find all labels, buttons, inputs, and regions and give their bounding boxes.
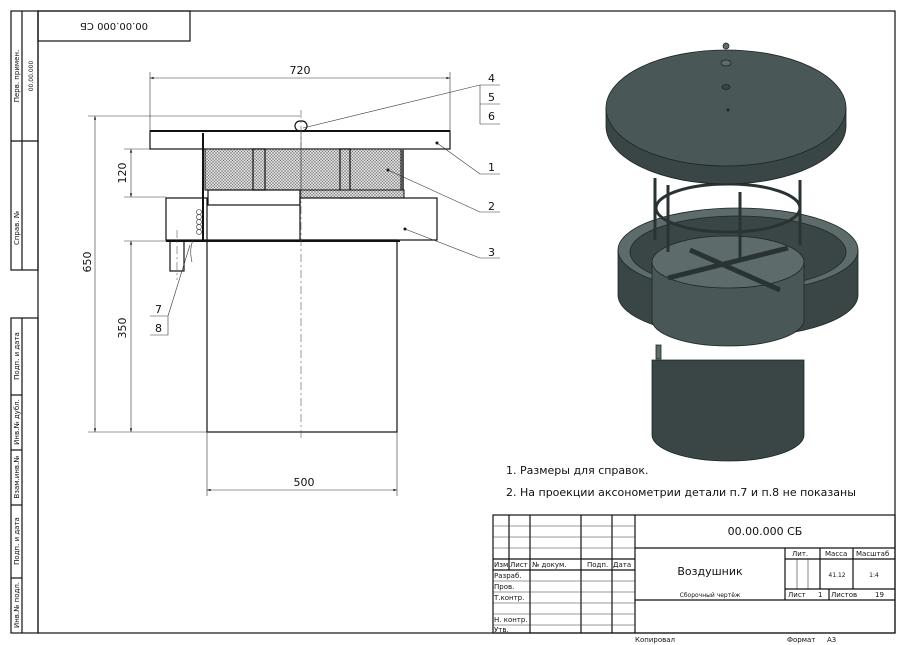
sheets-label: Листов bbox=[831, 591, 857, 599]
scale-value: 1:4 bbox=[869, 572, 879, 579]
dim-350: 350 bbox=[116, 318, 129, 339]
pos-8: 8 bbox=[155, 322, 162, 335]
title-block: Изм. Лист № докум. Подп. Дата Разраб. Пр… bbox=[492, 514, 896, 644]
note-1: 1. Размеры для справок. bbox=[506, 464, 649, 477]
front-view-section bbox=[149, 110, 451, 440]
mass-value: 41.12 bbox=[828, 572, 845, 579]
inv-podl-label: Инв.№ подл. bbox=[13, 582, 21, 628]
sheet-label: Лист bbox=[788, 591, 806, 599]
sprav-label: Справ. № bbox=[13, 211, 21, 245]
dim-720: 720 bbox=[290, 64, 311, 77]
pos-4: 4 bbox=[488, 72, 495, 85]
role-prov: Пров. bbox=[494, 583, 514, 591]
hdr-list: Лист bbox=[510, 561, 528, 569]
sheet-value: 1 bbox=[818, 591, 822, 599]
pos-6: 6 bbox=[488, 110, 495, 123]
product-name: Воздушник bbox=[677, 565, 743, 578]
format-value: А3 bbox=[827, 636, 836, 644]
scale-label: Масштаб bbox=[856, 550, 889, 558]
role-utv: Утв. bbox=[494, 626, 509, 634]
lit-label: Лит. bbox=[792, 550, 808, 558]
mass-label: Масса bbox=[825, 550, 847, 558]
spring-coils bbox=[196, 209, 202, 235]
copied-label: Копировал bbox=[635, 636, 675, 644]
podp-data-label-2: Подп. и дата bbox=[13, 517, 21, 565]
stamp-code-inverted: 00.00.000 СБ bbox=[80, 20, 148, 31]
pos-7: 7 bbox=[155, 303, 162, 316]
designation: 00.00.000 СБ bbox=[728, 525, 803, 538]
role-nkontr: Н. контр. bbox=[494, 616, 528, 624]
perv-primen-label: Перв. примен. bbox=[13, 50, 21, 103]
dim-500: 500 bbox=[294, 476, 315, 489]
hdr-doc: № докум. bbox=[532, 561, 567, 569]
podp-data-label-1: Подп. и дата bbox=[13, 332, 21, 380]
pos-3: 3 bbox=[488, 246, 495, 259]
sheets-value: 19 bbox=[875, 591, 884, 599]
hdr-podp: Подп. bbox=[587, 561, 608, 569]
dim-650: 650 bbox=[81, 252, 94, 273]
format-label: Формат bbox=[787, 636, 815, 644]
pos-2: 2 bbox=[488, 200, 495, 213]
note-2: 2. На проекции аксонометрии детали п.7 и… bbox=[506, 486, 856, 499]
vzam-inv-label: Взам.инв.№ bbox=[13, 455, 21, 498]
notes: 1. Размеры для справок. 2. На проекции а… bbox=[506, 464, 856, 499]
role-tkontr: Т.контр. bbox=[493, 594, 524, 602]
isometric-view bbox=[605, 42, 859, 462]
hdr-data: Дата bbox=[613, 561, 631, 569]
hdr-izm: Изм. bbox=[494, 561, 510, 569]
pos-5: 5 bbox=[488, 91, 495, 104]
role-razrab: Разраб. bbox=[494, 572, 522, 580]
pos-1: 1 bbox=[488, 161, 495, 174]
perv-primen-value: 00.00.000 bbox=[28, 61, 35, 92]
position-callouts: 4 5 6 1 2 3 7 8 bbox=[150, 72, 500, 336]
inv-dubl-label: Инв.№ дубл. bbox=[13, 399, 21, 445]
doc-type: Сборочный чертёж bbox=[680, 592, 741, 599]
dim-120: 120 bbox=[116, 163, 129, 184]
dimensions: 720 650 120 350 500 bbox=[81, 64, 451, 496]
side-strip: Перв. примен. 00.00.000 Справ. № Подп. и… bbox=[10, 10, 39, 634]
